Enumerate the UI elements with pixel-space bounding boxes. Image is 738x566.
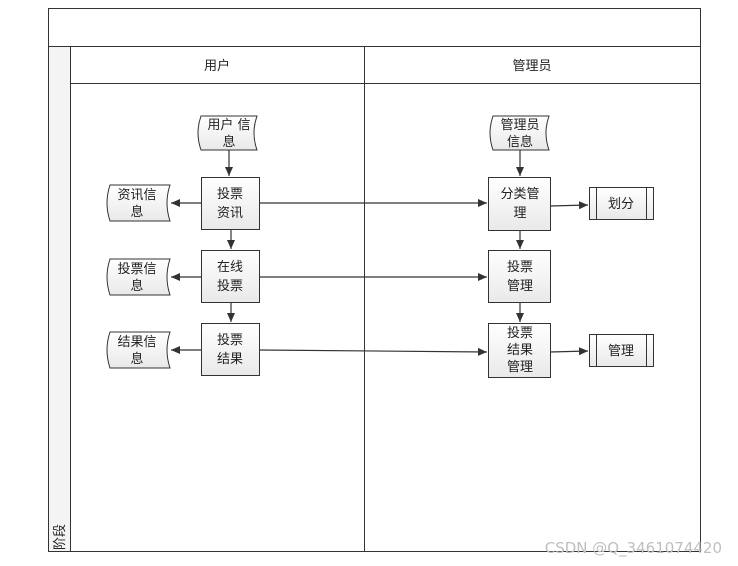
category-mgmt-line-1: 分类管 (500, 187, 539, 202)
phase-column (49, 47, 70, 551)
result-mgmt-line-3: 管理 (507, 360, 533, 375)
arrow-categorymgmt-to-divide (549, 201, 589, 210)
manage-subprocess-node: 管理 (589, 334, 654, 367)
result-mgmt-process-node: 投票 结果 管理 (488, 323, 551, 378)
user-info-line-2: 息 (222, 134, 235, 150)
user-info-line-1: 用户 信 (207, 117, 250, 133)
vote-result-line-1: 投票 (217, 332, 243, 348)
vote-news-line-2: 资讯 (217, 206, 243, 221)
divide-subprocess-node: 划分 (589, 187, 654, 220)
lane-header-admin: 管理员 (512, 59, 551, 74)
divide-label: 划分 (608, 197, 634, 212)
vote-info-line-1: 投票信 (117, 261, 156, 277)
online-vote-process-node: 在线 投票 (201, 250, 260, 303)
vote-news-line-1: 投票 (217, 186, 243, 202)
watermark: CSDN @Q_3461074420 (545, 539, 722, 558)
vote-result-process-node: 投票 结果 (201, 323, 260, 376)
vote-news-process-node: 投票 资讯 (201, 177, 260, 230)
result-info-line-1: 结果信 (117, 335, 156, 350)
vote-info-line-2: 息 (130, 278, 143, 294)
vote-mgmt-process-node: 投票 管理 (488, 250, 551, 303)
vote-mgmt-line-1: 投票 (507, 259, 533, 275)
result-info-line-2: 息 (130, 351, 143, 367)
arrow-voteresult-to-resultmgmt (258, 347, 488, 356)
news-info-line-1: 资讯信 (117, 188, 156, 203)
lane-header-user: 用户 (204, 58, 230, 74)
phase-label: 阶段 (53, 524, 68, 550)
manage-label: 管理 (608, 344, 634, 359)
admin-info-line-2: 信息 (507, 134, 533, 150)
category-mgmt-process-node: 分类管 理 (488, 177, 551, 231)
news-info-line-2: 息 (130, 204, 143, 220)
news-info-data-node: 资讯信 息 (106, 184, 171, 222)
result-info-data-node: 结果信 息 (106, 331, 171, 369)
arrow-resultmgmt-to-manage (549, 347, 589, 356)
vote-mgmt-line-2: 管理 (507, 279, 533, 294)
category-mgmt-line-2: 理 (513, 206, 526, 221)
user-info-data-node: 用户 信 息 (197, 115, 258, 151)
online-vote-line-1: 在线 (217, 260, 243, 275)
vote-result-line-2: 结果 (217, 352, 243, 367)
admin-info-line-1: 管理员 (500, 118, 539, 133)
online-vote-line-2: 投票 (217, 278, 243, 294)
vote-info-data-node: 投票信 息 (106, 258, 171, 296)
result-mgmt-line-2: 结果 (507, 343, 533, 358)
result-mgmt-line-1: 投票 (507, 325, 533, 341)
connectors (171, 150, 589, 356)
admin-info-data-node: 管理员 信息 (489, 115, 550, 151)
